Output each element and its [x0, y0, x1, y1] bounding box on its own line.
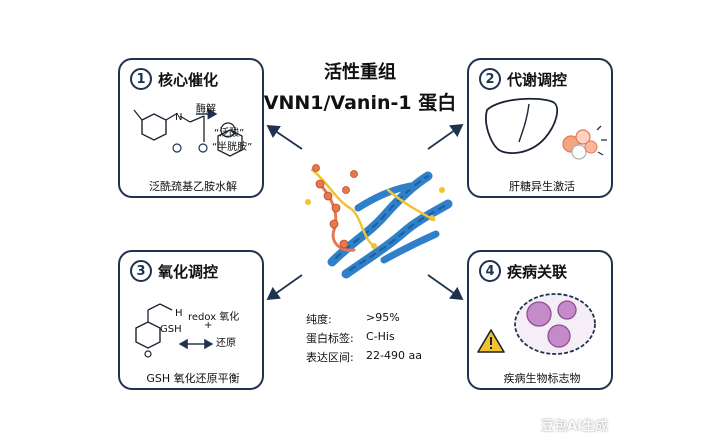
arrow-icon: [427, 123, 464, 150]
card-caption: 疾病生物标志物: [503, 372, 581, 385]
molecule-label: GSH: [160, 324, 182, 335]
spec-label: 表达区间:: [306, 351, 354, 364]
card-caption: GSH 氧化还原平衡: [146, 372, 240, 385]
card-oxidation-regulation: 3 氧化调控 H GSH redox 氧化 + 还原 GSH 氧化还原平衡: [118, 250, 264, 390]
card-number-badge: 2: [479, 68, 501, 90]
product-label: “半胱胺”: [212, 142, 253, 153]
gsh-molecule-diagram: [135, 303, 214, 358]
arrow-icon: [266, 124, 303, 150]
reaction-label: 酶解: [196, 104, 216, 115]
reduce-label: 还原: [216, 338, 236, 349]
card-number-badge: 4: [479, 260, 501, 282]
watermark: 豆包AI生成: [541, 419, 608, 434]
arrow-icon: [427, 274, 464, 301]
card-number-badge: 1: [130, 68, 152, 90]
page-title-line1: 活性重组: [324, 62, 396, 83]
redox-label: redox 氧化: [188, 312, 240, 323]
liver-icon: [485, 97, 559, 154]
arrow-icon: [266, 274, 303, 301]
atom-label: N: [175, 112, 183, 123]
card-caption: 肝糖异生激活: [509, 180, 575, 193]
reaction-diagram: [133, 108, 243, 157]
spec-value: C-His: [366, 330, 395, 343]
page-title-line2: VNN1/Vanin-1 蛋白: [263, 92, 457, 114]
card-title: 疾病关联: [507, 263, 568, 281]
card-title: 氧化调控: [158, 263, 219, 281]
card-title: 核心催化: [158, 71, 219, 89]
card-title: 代谢调控: [507, 71, 568, 89]
spec-label: 蛋白标签:: [306, 332, 354, 345]
warning-icon: [477, 329, 505, 353]
card-number-badge: 3: [130, 260, 152, 282]
plus-sign: +: [204, 320, 213, 331]
card-core-catalysis: 1 核心催化 N 酶解 “泛酸” “半胱胺” 泛酰巯基乙胺水解: [118, 58, 264, 198]
card-caption: 泛酰巯基乙胺水解: [149, 180, 237, 193]
cells-icon: [562, 125, 607, 160]
product-label: “泛酸”: [214, 128, 245, 139]
virus-icon: [514, 293, 596, 355]
card-disease-association: 4 疾病关联 疾病生物标志物: [467, 250, 613, 390]
card-metabolic-regulation: 2 代谢调控 肝糖异生激活: [467, 58, 613, 198]
spec-value: 22-490 aa: [366, 349, 422, 362]
atom-label: H: [175, 308, 183, 319]
spec-value: >95%: [366, 311, 400, 324]
spec-label: 纯度:: [306, 313, 332, 326]
protein-structure-illustration: [305, 164, 453, 279]
